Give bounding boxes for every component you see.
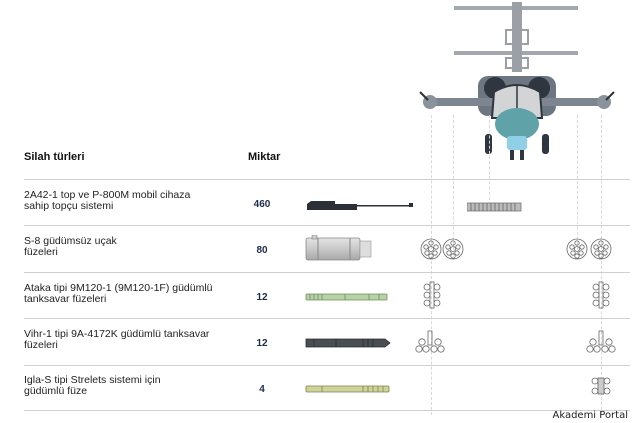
pylon-guide-line bbox=[601, 115, 602, 415]
pylon-guide-line bbox=[489, 115, 490, 205]
ataka-missile-icon bbox=[305, 293, 388, 301]
source-credit: Akademi Portal bbox=[552, 410, 628, 421]
igla-launcher-icon bbox=[591, 377, 611, 395]
cannon-icon bbox=[307, 201, 413, 210]
weapon-quantity: 4 bbox=[259, 384, 265, 395]
weapon-quantity: 12 bbox=[256, 292, 268, 303]
igla-missile-icon bbox=[305, 385, 390, 393]
row-divider bbox=[24, 410, 630, 411]
weapon-quantity: 460 bbox=[253, 199, 271, 210]
row-divider bbox=[24, 272, 630, 273]
helicopter-front-view-icon bbox=[419, 2, 615, 160]
ataka-launcher-icon bbox=[423, 281, 441, 309]
vihr-launcher-icon bbox=[586, 330, 616, 353]
vihr-launcher-icon bbox=[415, 330, 445, 353]
weapon-quantity: 12 bbox=[256, 338, 268, 349]
row-divider bbox=[24, 318, 630, 319]
pylon-guide-line bbox=[431, 115, 432, 415]
row-divider bbox=[24, 365, 630, 366]
rocket-pod-front-icon bbox=[420, 238, 464, 260]
pylon-guide-line bbox=[577, 115, 578, 255]
quantity-header: Miktar bbox=[248, 151, 281, 163]
ataka-launcher-icon bbox=[592, 281, 610, 309]
vihr-missile-icon bbox=[305, 338, 391, 348]
rocket-pod-front-icon bbox=[566, 238, 612, 260]
pylon-guide-line bbox=[453, 115, 454, 255]
ammo-belt-icon bbox=[467, 202, 522, 212]
weapon-type-header: Silah türleri bbox=[24, 151, 85, 163]
row-divider bbox=[24, 225, 630, 226]
weapon-quantity: 80 bbox=[256, 245, 268, 256]
rocket-pod-icon bbox=[305, 235, 372, 261]
row-divider bbox=[24, 179, 630, 180]
